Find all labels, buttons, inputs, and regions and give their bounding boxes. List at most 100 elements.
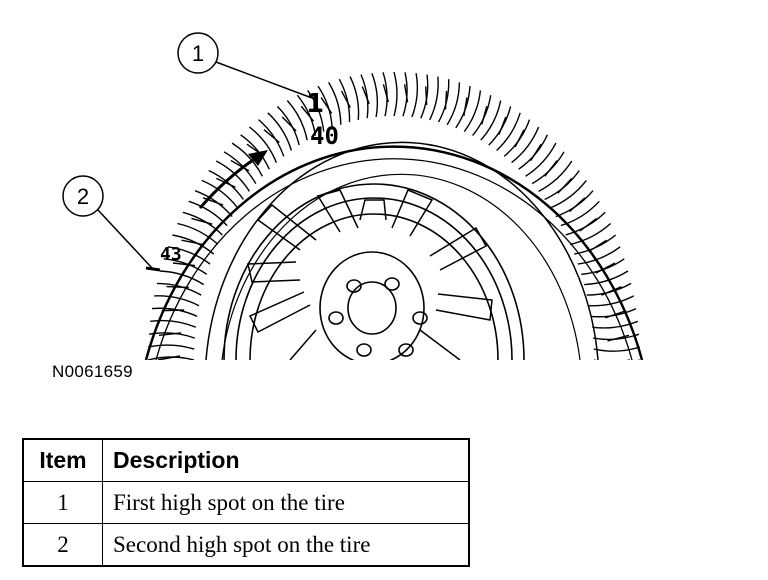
tread-groove: [150, 319, 197, 328]
tread-sipe: [340, 90, 351, 108]
tread-sipe: [569, 197, 586, 213]
tread-sipe: [166, 285, 189, 289]
tread-groove: [569, 222, 612, 246]
tread-groove: [194, 190, 233, 218]
row-2-description: Second high spot on the tire: [102, 523, 470, 567]
tread-groove: [231, 142, 264, 177]
tread-sipe: [481, 106, 488, 125]
tread-groove: [593, 346, 641, 352]
tread-groove: [577, 246, 621, 265]
callout-2-label: 2: [77, 184, 89, 209]
legend-table: Item Description 1 First high spot on th…: [22, 438, 470, 567]
tread-groove: [248, 126, 278, 163]
tread-groove: [550, 179, 587, 209]
high-spot-2-number: 43: [160, 244, 182, 265]
tread-sipe: [605, 310, 627, 319]
tread-sipe: [181, 239, 204, 246]
callout-2-leader: [97, 209, 153, 269]
tread-groove: [586, 282, 632, 296]
tread-groove: [317, 85, 333, 128]
rotation-arrow: [198, 156, 257, 209]
high-spot-2-mark: [145, 266, 161, 272]
tread-groove: [480, 100, 502, 141]
tread-groove: [538, 160, 573, 193]
tread-groove: [172, 234, 215, 255]
tread-sipe: [498, 116, 507, 135]
tread-sipe: [158, 332, 182, 336]
tread-groove: [463, 90, 482, 133]
tread-sipe: [514, 129, 525, 148]
tread-groove: [240, 134, 270, 170]
tread-groove: [286, 100, 308, 141]
tread-groove: [594, 359, 640, 360]
tread-sipe: [530, 143, 542, 162]
callout-1-leader: [215, 61, 313, 99]
tread-sipe: [172, 262, 196, 267]
tread-groove: [296, 94, 317, 136]
tread-sipe: [557, 177, 573, 194]
tread-groove: [307, 89, 325, 132]
row-1-item: 1: [22, 481, 103, 524]
figure-code: N0061659: [52, 362, 133, 381]
tire-diagram: 1 2 1 40 43: [62, 32, 644, 360]
tread-groove: [525, 142, 557, 177]
header-description: Description: [102, 438, 470, 482]
tread-sipe: [607, 334, 630, 342]
high-spot-1-digit: 1: [306, 89, 324, 119]
tread-groove: [560, 200, 600, 227]
callout-1-circle: [177, 32, 219, 74]
tread-sipe: [230, 159, 250, 172]
tread-groove: [338, 78, 351, 123]
tread-groove: [223, 151, 257, 184]
tread-sipe: [403, 84, 409, 103]
tread-groove: [393, 71, 398, 117]
tread-sipe: [161, 309, 185, 312]
tread-groove: [411, 73, 419, 118]
tread-groove: [592, 320, 639, 329]
tread-groove: [446, 82, 461, 126]
tread-groove: [151, 307, 198, 318]
tread-groove: [496, 112, 521, 152]
tread-groove: [429, 76, 439, 121]
tread-groove: [437, 79, 450, 123]
tread-groove: [159, 270, 205, 286]
header-item: Item: [22, 438, 103, 482]
tread-sipe: [281, 116, 297, 132]
tread-sipe: [425, 86, 428, 105]
tread-groove: [584, 270, 629, 286]
tread-sipe: [463, 97, 468, 117]
tread-sipe: [300, 105, 315, 122]
wheel-spokes: [247, 189, 493, 360]
tread-sipe: [544, 160, 558, 177]
row-2-item: 2: [22, 523, 103, 567]
tread-groove: [382, 72, 388, 117]
tread-groove: [328, 82, 342, 125]
tread-groove: [208, 169, 244, 200]
tread-groove: [201, 179, 239, 209]
wheel-hub: [319, 251, 428, 360]
tread-groove: [402, 72, 408, 117]
tread-groove: [148, 344, 195, 350]
tread-groove: [258, 119, 285, 157]
high-spot-1-number: 40: [310, 122, 339, 150]
tread-groove: [154, 295, 200, 307]
tread-sipe: [601, 285, 622, 296]
tread-groove: [371, 72, 379, 118]
tread-sipe: [444, 90, 448, 110]
table-row: 2 Second high spot on the tire: [22, 523, 470, 567]
tread-groove: [455, 86, 471, 129]
table-row: 1 First high spot on the tire: [22, 481, 470, 524]
tread-groove: [156, 282, 202, 296]
tread-groove: [267, 112, 293, 151]
tire-tread-pattern: [147, 71, 641, 360]
tread-groove: [182, 211, 223, 236]
tread-groove: [349, 76, 360, 120]
tread-sipe: [588, 239, 607, 253]
legend-header-row: Item Description: [22, 438, 470, 482]
tread-groove: [177, 222, 219, 245]
tread-groove: [188, 200, 228, 227]
callout-2-circle: [62, 175, 104, 217]
tread-sipe: [626, 359, 630, 360]
row-1-description: First high spot on the tire: [102, 481, 470, 524]
wheel-rim: [223, 183, 525, 360]
